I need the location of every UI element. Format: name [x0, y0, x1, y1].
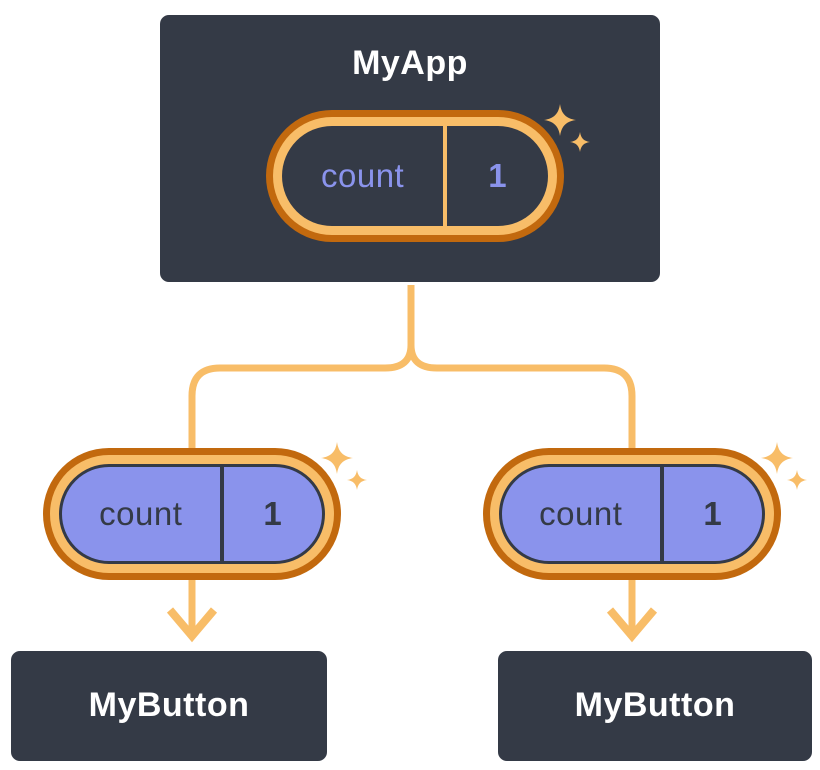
node-myapp-title: MyApp: [352, 44, 468, 82]
state-name: count: [99, 495, 183, 532]
sparkle-icon: [761, 442, 807, 490]
state-value: 1: [703, 495, 723, 532]
pill-divider: [443, 126, 448, 226]
state-name: count: [539, 495, 623, 532]
state-pill-ring: count 1: [490, 455, 774, 573]
state-name: count: [321, 157, 405, 194]
sparkle-icon: [321, 442, 367, 490]
state-value: 1: [263, 495, 283, 532]
state-pill-root: count 1: [266, 104, 590, 242]
node-mybutton-left: MyButton: [8, 648, 330, 764]
node-mybutton-right: MyButton: [495, 648, 815, 764]
node-mybutton-title: MyButton: [88, 686, 250, 725]
pill-divider: [659, 467, 664, 561]
state-pill-body: count 1: [282, 126, 548, 226]
state-pill-ring: count 1: [273, 117, 557, 235]
state-pill-body: count 1: [499, 464, 765, 564]
connector-right-branch: [407, 284, 636, 637]
state-pill-body: count 1: [59, 464, 325, 564]
state-pill-right-child: count 1: [483, 442, 807, 580]
state-value: 1: [488, 157, 508, 194]
sparkle-icon: [544, 104, 590, 152]
state-pill-ring: count 1: [50, 455, 334, 573]
arrow-down-icon: [606, 607, 658, 643]
state-pill-left-child: count 1: [43, 442, 367, 580]
pill-divider: [219, 467, 224, 561]
arrow-down-icon: [166, 607, 218, 643]
node-mybutton-title: MyButton: [574, 686, 736, 725]
